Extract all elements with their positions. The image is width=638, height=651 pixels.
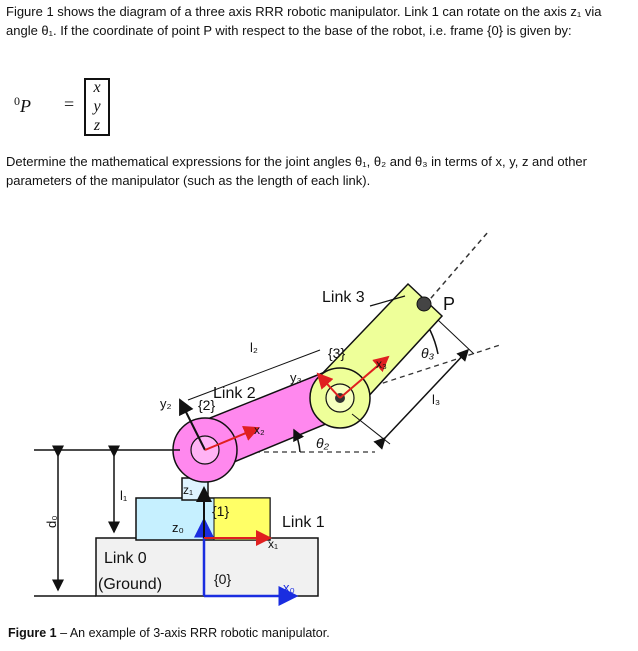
frame2-label: {2} (198, 397, 215, 413)
theta2-label: θ₂ (316, 435, 330, 451)
equals-sign: = (64, 94, 75, 114)
caption-label: Figure 1 (8, 626, 57, 640)
l2-dimension-line (187, 349, 321, 401)
position-vector: x y z (84, 78, 110, 136)
frame3-label: {3} (328, 345, 345, 361)
z1-label: z₁ (183, 483, 193, 497)
theta2-arc (293, 428, 305, 453)
figure-caption: Figure 1 – An example of 3-axis RRR robo… (8, 626, 330, 640)
l3-extension-top (437, 319, 475, 355)
point-p-marker (416, 296, 432, 312)
y2-label: y₂ (160, 396, 172, 411)
link3-extension-line (424, 231, 489, 306)
x2-label: x₂ (254, 423, 265, 437)
x1-label: x₁ (268, 537, 278, 551)
l2-label: l₂ (250, 340, 258, 355)
y3-axis-arrow (316, 372, 341, 399)
link0-label: Link 0 (104, 550, 147, 567)
l3-label: l₃ (432, 392, 440, 407)
l3-dimension-line (373, 348, 470, 450)
y3-label: y₃ (290, 370, 302, 385)
caption-text: – An example of 3-axis RRR robotic manip… (56, 626, 330, 640)
l3-extension-bottom (351, 413, 391, 445)
position-equation: 0P = x y z (14, 76, 214, 136)
ground-label: (Ground) (98, 576, 162, 593)
l1-label: l₁ (120, 488, 128, 503)
x3-label: x₃ (376, 357, 387, 371)
point-p-label: P (443, 294, 455, 314)
vector-x: x (93, 79, 101, 96)
link3-label: Link 3 (322, 289, 365, 306)
link2-label: Link 2 (213, 385, 256, 402)
equation-lhs: 0P (14, 94, 31, 116)
d0-label: d₀ (44, 515, 59, 528)
frame0-label: {0} (214, 571, 231, 587)
x0-label: x₀ (283, 580, 295, 595)
question-paragraph: Determine the mathematical expressions f… (6, 154, 587, 188)
frame1-label: {1} (212, 503, 229, 519)
vector-z: z (93, 117, 101, 134)
theta3-label: θ₃ (421, 345, 435, 361)
y2-axis-arrow (179, 398, 206, 451)
z0-label: z₀ (172, 520, 184, 535)
x2-axis-arrow (204, 425, 260, 451)
robot-diagram: Link 3 P Link 2 Link 1 Link 0 (Ground) {… (34, 231, 501, 606)
intro-paragraph: Figure 1 shows the diagram of a three ax… (6, 4, 602, 38)
link1-label: Link 1 (282, 514, 325, 531)
vector-y: y (93, 98, 101, 115)
link3-leader (369, 295, 406, 307)
